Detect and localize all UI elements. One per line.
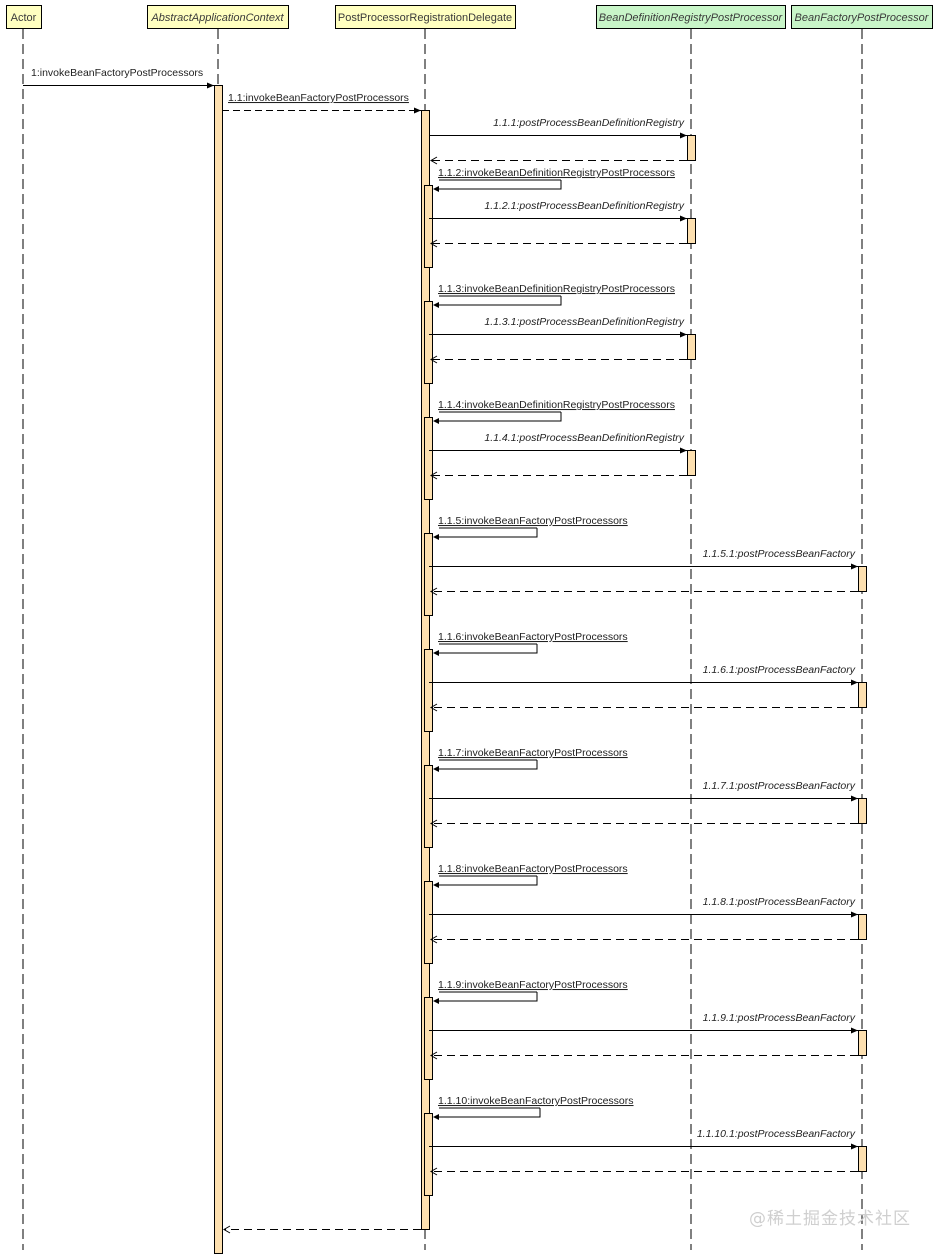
lifeline-label: BeanDefinitionRegistryPostProcessor (599, 12, 784, 24)
return-message[interactable] (430, 355, 687, 364)
return-message[interactable] (430, 935, 858, 944)
message-1-1-2-1[interactable]: 1.1.2.1:postProcessBeanDefinitionRegistr… (429, 200, 687, 222)
message-1-1-4-1[interactable]: 1.1.4.1:postProcessBeanDefinitionRegistr… (429, 432, 687, 454)
activation-bar (424, 533, 433, 616)
lifeline-label: PostProcessorRegistrationDelegate (338, 12, 512, 24)
lifeline-label: BeanFactoryPostProcessor (795, 12, 930, 24)
message-1-1-5-1[interactable]: 1.1.5.1:postProcessBeanFactory (429, 548, 858, 570)
message-label: 1:invokeBeanFactoryPostProcessors (31, 67, 203, 79)
message-1-1-3[interactable]: 1.1.3:invokeBeanDefinitionRegistryPostPr… (433, 283, 675, 308)
message-1-1-6-1[interactable]: 1.1.6.1:postProcessBeanFactory (429, 664, 858, 686)
message-1-1-10-1[interactable]: 1.1.10.1:postProcessBeanFactory (429, 1128, 858, 1150)
activation-bar (424, 765, 433, 848)
activation-bar (424, 1113, 433, 1196)
activation-bar (214, 85, 223, 1254)
message-label: 1.1.3:invokeBeanDefinitionRegistryPostPr… (438, 283, 675, 295)
lifeline-header-actor[interactable]: Actor (6, 5, 42, 29)
return-message[interactable] (430, 239, 687, 248)
message-1-1-6[interactable]: 1.1.6:invokeBeanFactoryPostProcessors (433, 631, 628, 656)
message-label: 1.1.10:invokeBeanFactoryPostProcessors (438, 1095, 634, 1107)
activation-bar (424, 997, 433, 1080)
activation-bar (858, 682, 867, 708)
message-label: 1.1.9.1:postProcessBeanFactory (703, 1012, 856, 1024)
activation-bar (858, 1146, 867, 1172)
message-label: 1.1:invokeBeanFactoryPostProcessors (228, 92, 409, 104)
activation-bar (858, 914, 867, 940)
message-label: 1.1.8:invokeBeanFactoryPostProcessors (438, 863, 628, 875)
message-label: 1.1.7:invokeBeanFactoryPostProcessors (438, 747, 628, 759)
activation-bar (687, 450, 696, 476)
message-1[interactable]: 1:invokeBeanFactoryPostProcessors (23, 67, 214, 89)
message-label: 1.1.4:invokeBeanDefinitionRegistryPostPr… (438, 399, 675, 411)
activation-bar (424, 417, 433, 500)
lifeline-headers: Actor AbstractApplicationContext PostProce… (6, 5, 933, 29)
return-message[interactable] (223, 1225, 421, 1234)
message-label: 1.1.1:postProcessBeanDefinitionRegistry (493, 117, 685, 129)
activation-bars (214, 85, 867, 1254)
message-label: 1.1.9:invokeBeanFactoryPostProcessors (438, 979, 628, 991)
message-1-1-9-1[interactable]: 1.1.9.1:postProcessBeanFactory (429, 1012, 858, 1034)
activation-bar (687, 218, 696, 244)
message-1-1-7[interactable]: 1.1.7:invokeBeanFactoryPostProcessors (433, 747, 628, 772)
lifeline-label: AbstractApplicationContext (150, 12, 284, 24)
message-label: 1.1.4.1:postProcessBeanDefinitionRegistr… (484, 432, 684, 444)
lifeline-header-bfpp[interactable]: BeanFactoryPostProcessor (791, 5, 933, 29)
return-message[interactable] (430, 156, 687, 165)
activation-bar (858, 1030, 867, 1056)
message-label: 1.1.7.1:postProcessBeanFactory (703, 780, 856, 792)
message-label: 1.1.2:invokeBeanDefinitionRegistryPostPr… (438, 167, 675, 179)
activation-bar (687, 334, 696, 360)
lifeline-header-pprd[interactable]: PostProcessorRegistrationDelegate (335, 5, 516, 29)
message-label: 1.1.2.1:postProcessBeanDefinitionRegistr… (484, 200, 684, 212)
message-1-1-10[interactable]: 1.1.10:invokeBeanFactoryPostProcessors (433, 1095, 634, 1120)
activation-bar (687, 135, 696, 161)
lifeline-label: Actor (11, 12, 37, 24)
activation-bar (424, 301, 433, 384)
message-label: 1.1.8.1:postProcessBeanFactory (703, 896, 856, 908)
message-1-1-9[interactable]: 1.1.9:invokeBeanFactoryPostProcessors (433, 979, 628, 1004)
return-message[interactable] (430, 819, 858, 828)
message-1-1-2[interactable]: 1.1.2:invokeBeanDefinitionRegistryPostPr… (433, 167, 675, 192)
message-label: 1.1.5:invokeBeanFactoryPostProcessors (438, 515, 628, 527)
message-1-1-7-1[interactable]: 1.1.7.1:postProcessBeanFactory (429, 780, 858, 802)
message-1-1-8[interactable]: 1.1.8:invokeBeanFactoryPostProcessors (433, 863, 628, 888)
message-1-1-1[interactable]: 1.1.1:postProcessBeanDefinitionRegistry (429, 117, 687, 139)
message-1-1-5[interactable]: 1.1.5:invokeBeanFactoryPostProcessors (433, 515, 628, 540)
message-1-1-3-1[interactable]: 1.1.3.1:postProcessBeanDefinitionRegistr… (429, 316, 687, 338)
activation-bar (424, 649, 433, 732)
activation-bar (424, 881, 433, 964)
activation-bar (858, 566, 867, 592)
activation-bar (858, 798, 867, 824)
message-1-1-8-1[interactable]: 1.1.8.1:postProcessBeanFactory (429, 896, 858, 918)
lifeline-header-aac[interactable]: AbstractApplicationContext (147, 5, 289, 29)
return-message[interactable] (430, 1167, 858, 1176)
activation-bar (424, 185, 433, 268)
message-1-1-4[interactable]: 1.1.4:invokeBeanDefinitionRegistryPostPr… (433, 399, 675, 424)
message-label: 1.1.5.1:postProcessBeanFactory (703, 548, 856, 560)
return-message[interactable] (430, 1051, 858, 1060)
messages: 1:invokeBeanFactoryPostProcessors 1.1:inv… (23, 67, 858, 1234)
return-message[interactable] (430, 471, 687, 480)
message-label: 1.1.10.1:postProcessBeanFactory (697, 1128, 856, 1140)
message-label: 1.1.3.1:postProcessBeanDefinitionRegistr… (484, 316, 684, 328)
return-message[interactable] (430, 703, 858, 712)
message-label: 1.1.6:invokeBeanFactoryPostProcessors (438, 631, 628, 643)
lifeline-header-bdrpp[interactable]: BeanDefinitionRegistryPostProcessor (596, 5, 786, 29)
message-1-1[interactable]: 1.1:invokeBeanFactoryPostProcessors (222, 92, 421, 114)
watermark: @稀土掘金技术社区 (749, 1209, 911, 1229)
message-label: 1.1.6.1:postProcessBeanFactory (703, 664, 856, 676)
return-message[interactable] (430, 587, 858, 596)
